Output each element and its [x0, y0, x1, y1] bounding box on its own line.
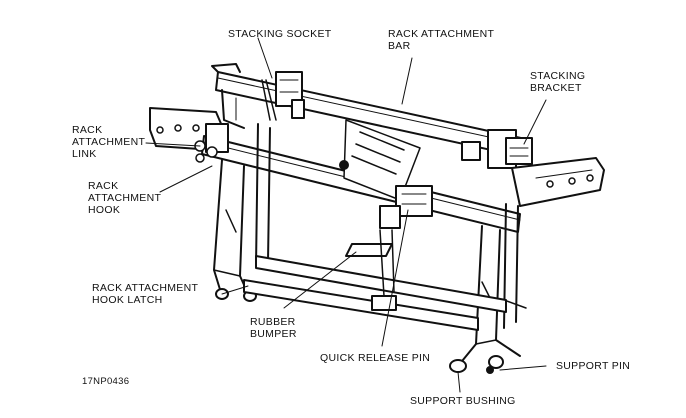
stacking-bracket [461, 129, 533, 169]
label-support-bushing: SUPPORT BUSHING [410, 395, 516, 407]
rack-attachment-link [194, 123, 229, 163]
label-rack-attachment-hook: RACK ATTACHMENT HOOK [88, 180, 162, 216]
label-stacking-bracket: STACKING BRACKET [530, 70, 586, 94]
label-rubber-bumper: RUBBER BUMPER [250, 316, 297, 340]
label-quick-release-pin: QUICK RELEASE PIN [320, 352, 431, 364]
rear-left-frame [211, 63, 245, 129]
label-rack-attachment-bar: RACK ATTACHMENT BAR [388, 28, 495, 52]
label-stacking-socket: STACKING SOCKET [228, 28, 332, 40]
left-front-leg [213, 159, 257, 302]
quick-release-assembly [379, 185, 433, 229]
stacking-socket [261, 71, 305, 121]
base-stretchers [243, 255, 507, 331]
figure-id: 17NP0436 [82, 376, 130, 387]
label-rack-attachment-hook-latch: RACK ATTACHMENT HOOK LATCH [92, 282, 199, 306]
right-outrigger-arm [511, 157, 605, 207]
left-rear-leg [255, 123, 271, 267]
pointer-lines [145, 37, 547, 393]
label-support-pin: SUPPORT PIN [556, 360, 631, 372]
label-rack-attachment-link: RACK ATTACHMENT LINK [72, 124, 146, 160]
right-front-leg [449, 225, 521, 374]
